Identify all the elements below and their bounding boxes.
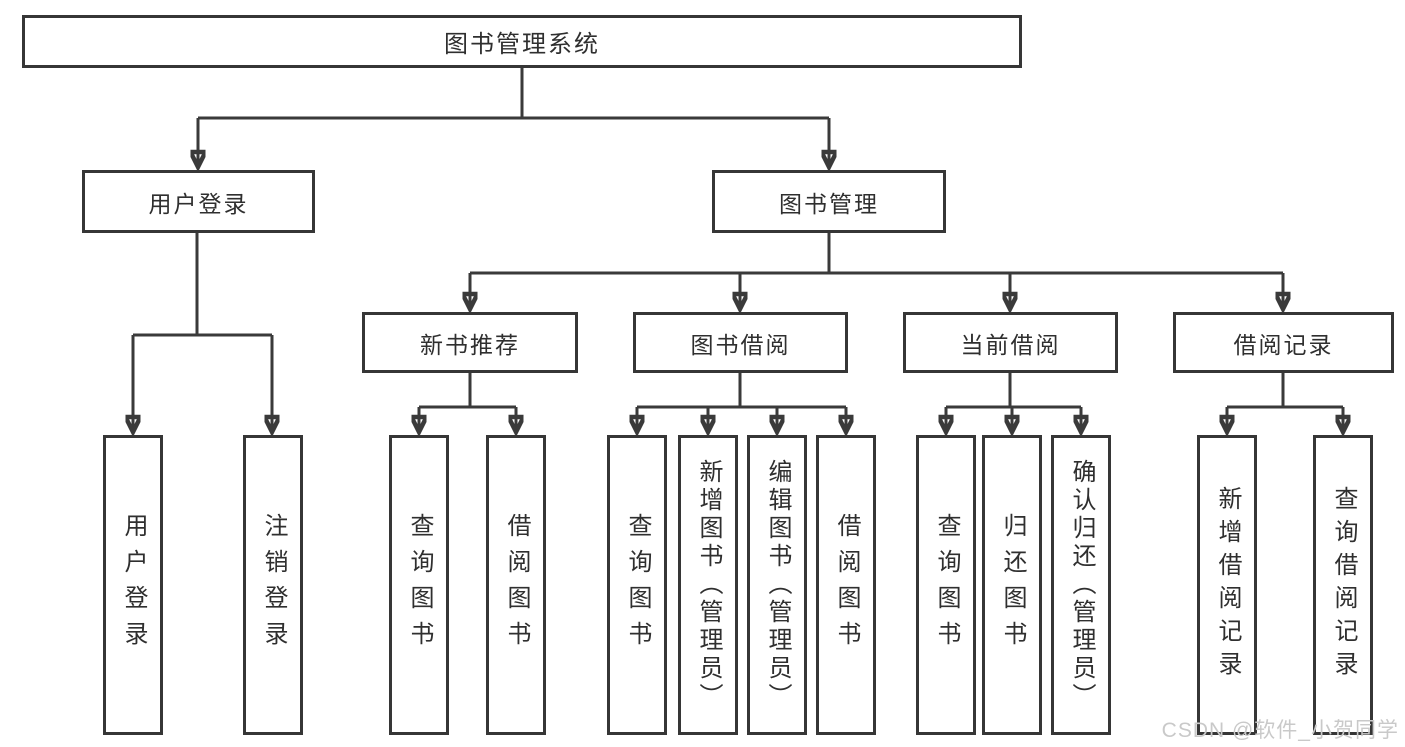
leaf-query-books: 查询图书 [607, 435, 667, 735]
node-label: 新增借阅记录 [1214, 486, 1241, 684]
node-borrowing-records: 借阅记录 [1173, 312, 1394, 373]
node-label: 当前借阅 [960, 331, 1061, 358]
node-book-management: 图书管理 [712, 170, 946, 233]
node-label: 查询图书 [406, 513, 433, 657]
node-label: 查询借阅记录 [1330, 486, 1357, 684]
node-book-borrowing: 图书借阅 [633, 312, 848, 373]
node-label: 查询图书 [933, 513, 960, 657]
csdn-watermark: CSDN @软件_小贺同学 [1161, 719, 1399, 742]
leaf-borrow-books: 借阅图书 [486, 435, 546, 735]
node-label: 用户登录 [148, 190, 249, 217]
node-label: 新书推荐 [420, 331, 520, 358]
leaf-return-books: 归还图书 [982, 435, 1042, 735]
node-new-book-recommendation: 新书推荐 [362, 312, 578, 373]
node-label: 用户登录 [120, 513, 147, 657]
node-label: 图书管理 [779, 190, 879, 217]
leaf-add-books-admin: 新增图书（管理员） [678, 435, 738, 735]
node-label: 图书管理系统 [444, 31, 600, 58]
node-label: 编辑图书（管理员） [764, 459, 791, 711]
leaf-edit-books-admin: 编辑图书（管理员） [747, 435, 807, 735]
node-label: 新增图书（管理员） [695, 459, 722, 711]
node-label: 确认归还（管理员） [1068, 459, 1095, 711]
node-label: 借阅图书 [503, 513, 530, 657]
leaf-query-books: 查询图书 [916, 435, 976, 735]
node-user-login: 用户登录 [82, 170, 315, 233]
leaf-logout: 注销登录 [243, 435, 303, 735]
node-label: 借阅记录 [1233, 331, 1334, 358]
node-current-borrowing: 当前借阅 [903, 312, 1118, 373]
leaf-query-books: 查询图书 [389, 435, 449, 735]
leaf-query-borrow-record: 查询借阅记录 [1313, 435, 1373, 735]
leaf-add-borrow-record: 新增借阅记录 [1197, 435, 1257, 735]
node-label: 查询图书 [624, 513, 651, 657]
node-label: 借阅图书 [833, 513, 860, 657]
node-label: 注销登录 [260, 513, 287, 657]
node-library-system: 图书管理系统 [22, 15, 1022, 68]
leaf-user-login: 用户登录 [103, 435, 163, 735]
node-label: 归还图书 [999, 513, 1026, 657]
leaf-confirm-return-admin: 确认归还（管理员） [1051, 435, 1111, 735]
leaf-borrow-books: 借阅图书 [816, 435, 876, 735]
node-label: 图书借阅 [690, 331, 791, 358]
